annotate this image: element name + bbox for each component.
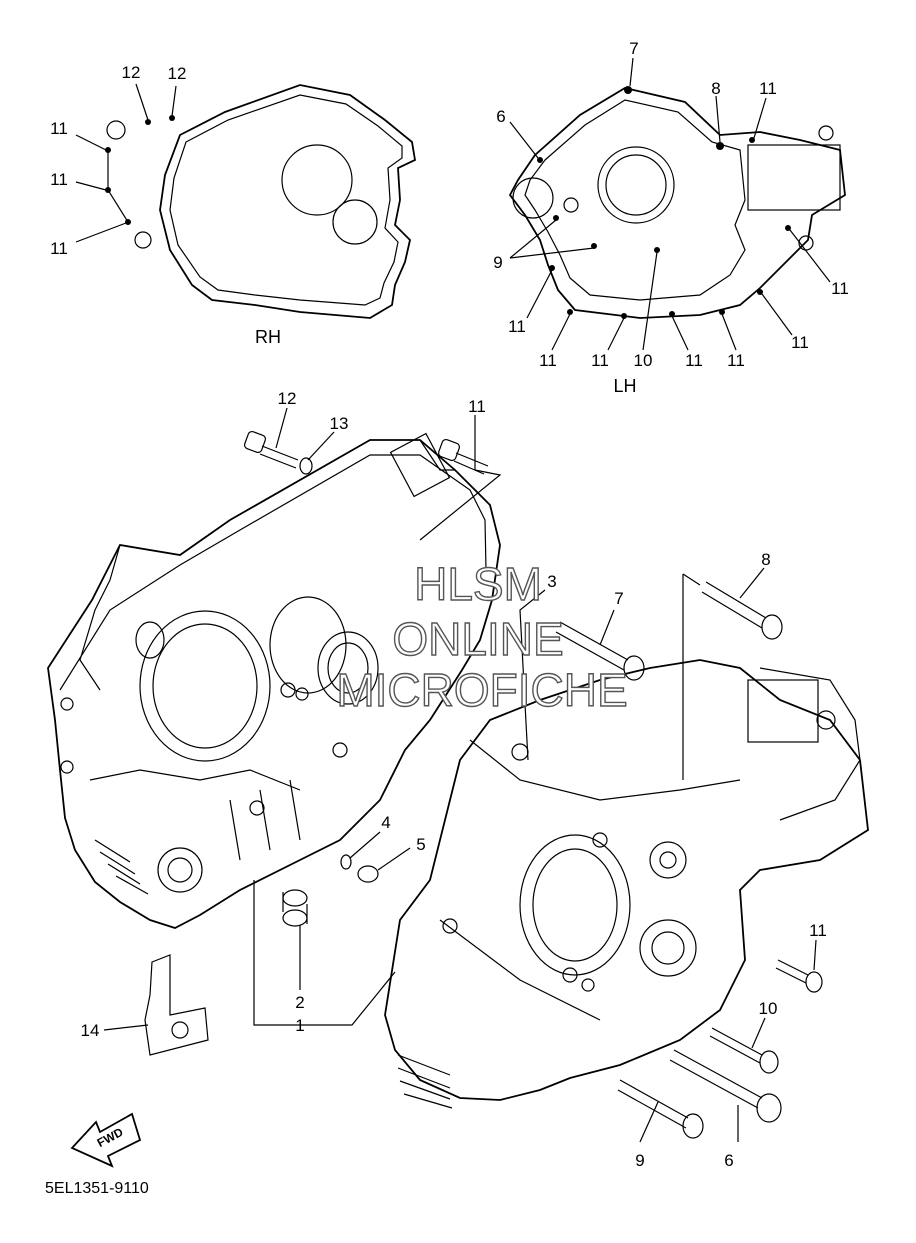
bolt-7 (555, 621, 645, 681)
watermark-line-2: ONLINE (392, 613, 563, 665)
callout-lh-10: 10 (634, 351, 653, 370)
subassembly-label-lh: LH (613, 376, 636, 396)
right-crankcase-half (47, 432, 501, 929)
rh-crankcase-gasket (106, 84, 416, 319)
diagram-code: 5EL1351-9110 (45, 1180, 149, 1197)
rh-fastener-dots (105, 115, 175, 225)
o-ring-4 (340, 854, 352, 870)
callout-rh-12a: 12 (122, 63, 141, 82)
callout-lh-11-left: 11 (508, 317, 526, 336)
bolt-11-right (775, 959, 823, 993)
bolt-12-top (243, 430, 299, 469)
dowel-pin-2 (282, 889, 308, 927)
callout-lh-8: 8 (711, 79, 720, 98)
callout-lh-7: 7 (629, 39, 638, 58)
fwd-arrow-icon: FWD (70, 1112, 142, 1168)
callout-main-9: 9 (635, 1151, 644, 1170)
callout-main-13: 13 (330, 414, 349, 433)
callout-lh-11-bottom-b: 11 (591, 351, 609, 370)
callout-lh-11-right-b: 11 (791, 333, 809, 352)
callout-main-2: 2 (295, 993, 304, 1012)
callout-rh-12b: 12 (168, 64, 187, 83)
callout-lh-11-bottom-d: 11 (727, 351, 745, 370)
callout-main-6: 6 (724, 1151, 733, 1170)
callout-lh-11-top: 11 (759, 79, 777, 98)
callout-main-3: 3 (547, 572, 556, 591)
oil-strainer-14 (144, 954, 209, 1056)
callout-lh-11-right-a: 11 (831, 279, 849, 298)
callout-main-12: 12 (278, 389, 297, 408)
callout-lh-11-bottom-a: 11 (539, 351, 557, 370)
callout-rh-11a: 11 (50, 119, 68, 138)
bolt-11-top (437, 438, 489, 475)
main-leader-lines (103, 407, 817, 1143)
subassembly-label-rh: RH (255, 327, 281, 347)
washer-13 (299, 457, 313, 475)
lh-callouts: 7 8 11 6 9 11 11 11 11 11 10 11 11 (493, 39, 849, 370)
callout-main-7: 7 (614, 589, 623, 608)
callout-lh-11-bottom-c: 11 (685, 351, 703, 370)
callout-main-14: 14 (81, 1021, 100, 1040)
callout-rh-11b: 11 (50, 170, 68, 189)
bolt-10 (709, 1027, 779, 1074)
rh-leader-lines (75, 83, 177, 243)
lh-fastener-dots (537, 86, 791, 319)
left-crankcase-half (384, 659, 869, 1109)
bolt-6 (669, 1049, 782, 1123)
callout-main-4: 4 (381, 813, 390, 832)
callout-lh-6: 6 (496, 107, 505, 126)
callout-lh-9: 9 (493, 253, 502, 272)
callout-main-1: 1 (295, 1016, 304, 1035)
bolt-8 (701, 581, 783, 640)
callout-rh-11c: 11 (50, 239, 68, 258)
lh-crankcase-gasket (508, 87, 846, 319)
bolt-9 (617, 1079, 704, 1139)
watermark: HLSM ONLINE MICROFICHE (336, 557, 629, 716)
callout-main-11-top: 11 (468, 397, 486, 416)
watermark-line-3: MICROFICHE (336, 664, 627, 716)
lh-leader-lines (509, 57, 831, 351)
dowel-pin-5 (357, 865, 379, 883)
main-callouts: 12 13 11 3 7 8 4 5 2 1 14 11 10 9 6 (81, 389, 827, 1170)
callout-main-5: 5 (416, 835, 425, 854)
callout-main-11-right: 11 (809, 921, 827, 940)
callout-main-10: 10 (759, 999, 778, 1018)
rh-callouts: 12 12 11 11 11 (50, 63, 186, 258)
callout-main-8: 8 (761, 550, 770, 569)
watermark-line-1: HLSM (414, 558, 542, 610)
